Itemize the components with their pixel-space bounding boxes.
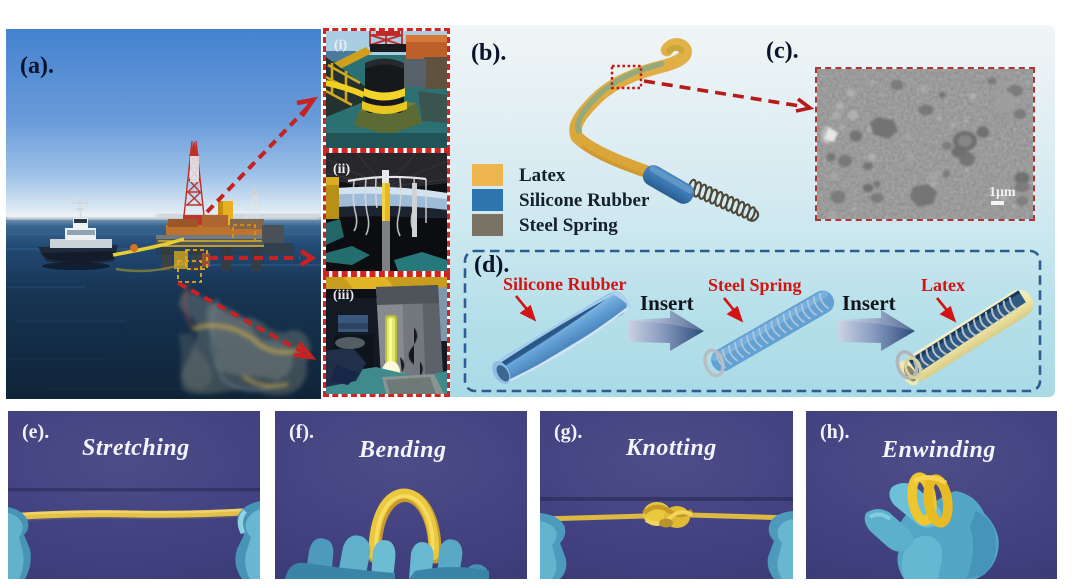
svg-text:(i): (i) — [334, 38, 348, 53]
svg-text:(ii): (ii) — [333, 162, 350, 177]
svg-text:(iii): (iii) — [333, 288, 354, 303]
svg-text:(a).: (a). — [20, 53, 54, 79]
svg-text:1μm: 1μm — [989, 185, 1016, 200]
